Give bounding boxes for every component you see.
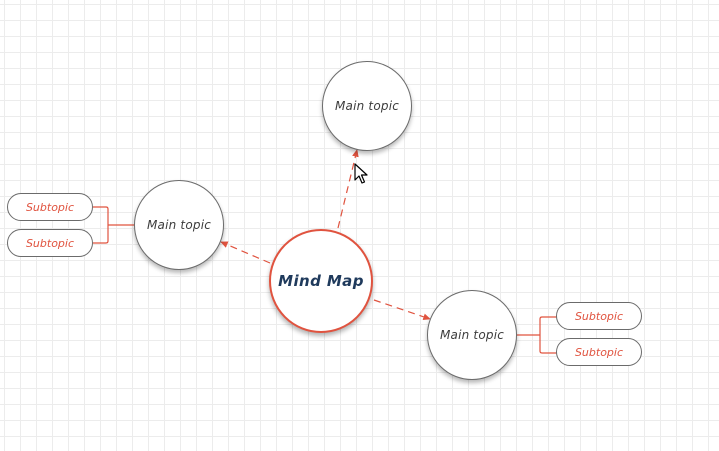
subtopic-node-left-1[interactable]: Subtopic: [7, 193, 93, 221]
subtopic-label: Subtopic: [25, 236, 75, 250]
connector-central-to-top-topic: [337, 149, 359, 229]
connector-central-to-right-topic: [373, 299, 431, 321]
central-topic-label: Mind Map: [278, 272, 364, 290]
main-topic-node-right[interactable]: Main topic: [427, 290, 517, 380]
central-topic-node[interactable]: Mind Map: [269, 229, 373, 333]
main-topic-node-left[interactable]: Main topic: [134, 180, 224, 270]
mouse-pointer-icon: [354, 163, 368, 184]
subtopic-node-left-2[interactable]: Subtopic: [7, 229, 93, 257]
connector-right-topic-to-subtopics: [517, 316, 557, 354]
main-topic-label: Main topic: [334, 99, 400, 113]
subtopic-label: Subtopic: [574, 345, 624, 359]
subtopic-node-right-2[interactable]: Subtopic: [556, 338, 642, 366]
main-topic-label: Main topic: [146, 218, 212, 232]
subtopic-node-right-1[interactable]: Subtopic: [556, 302, 642, 330]
subtopic-label: Subtopic: [25, 200, 75, 214]
subtopic-label: Subtopic: [574, 309, 624, 323]
connector-central-to-left-topic: [220, 241, 271, 264]
main-topic-label: Main topic: [439, 328, 505, 342]
main-topic-node-top[interactable]: Main topic: [322, 61, 412, 151]
connector-left-topic-to-subtopics: [93, 206, 134, 244]
